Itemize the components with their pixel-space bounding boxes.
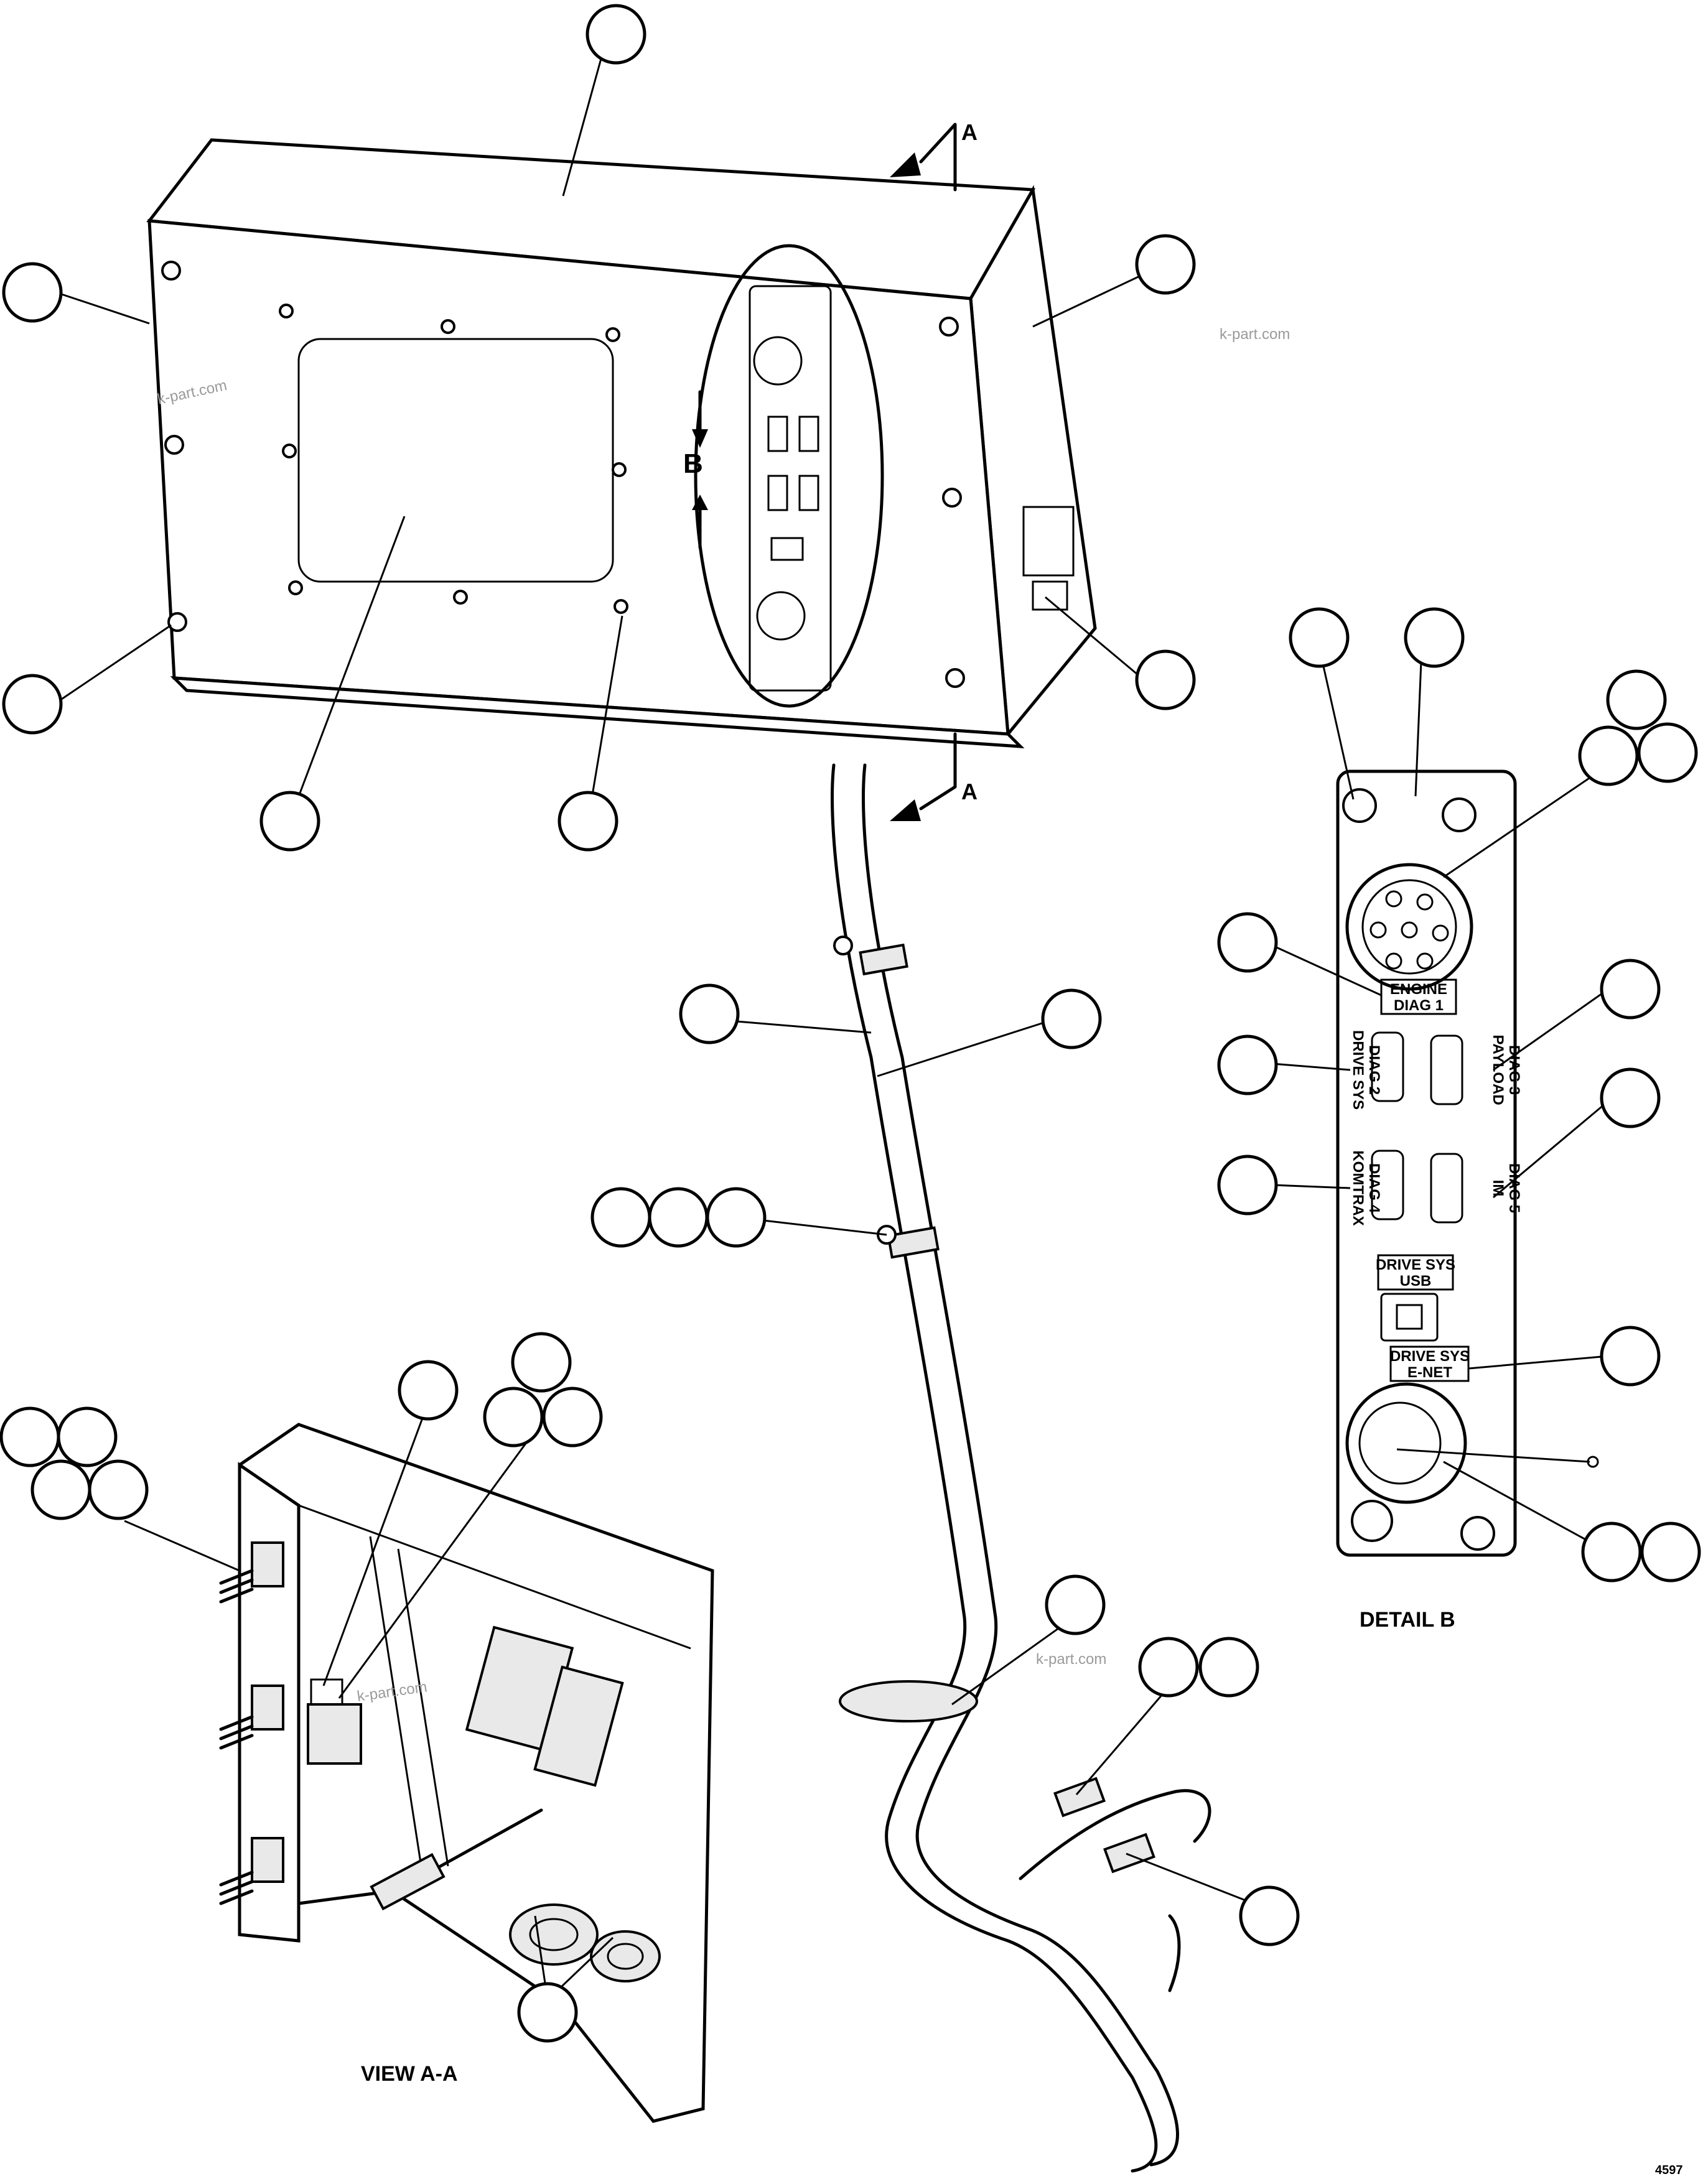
engine-connector bbox=[1345, 863, 1473, 991]
callout-bubble bbox=[1581, 1522, 1642, 1582]
callout-bubbles bbox=[0, 4, 1701, 2043]
watermark-2: k-part.com bbox=[1220, 326, 1290, 343]
detail-b-marker: B bbox=[683, 448, 703, 479]
callout-bubble bbox=[558, 791, 618, 852]
detail-b-panel bbox=[1336, 769, 1599, 1557]
callout-bubble bbox=[511, 1332, 572, 1393]
callout-bubble bbox=[590, 1187, 651, 1248]
callout-bubble bbox=[1578, 725, 1639, 786]
display-window bbox=[297, 338, 614, 583]
callout-bubble bbox=[1217, 912, 1278, 973]
callout-bubble bbox=[1217, 1155, 1278, 1215]
section-a-markers: A A bbox=[890, 119, 977, 821]
drive-sys-diag-label-2: DIAG 2 bbox=[1366, 1045, 1383, 1095]
callout-bubble bbox=[1637, 722, 1698, 783]
section-a-bottom: A bbox=[961, 779, 977, 804]
komtrax-label-1: KOMTRAX bbox=[1350, 1150, 1366, 1225]
callout-bubble bbox=[1138, 1637, 1199, 1698]
callout-bubble bbox=[1041, 988, 1102, 1049]
watermark-3: k-part.com bbox=[1036, 1651, 1106, 1668]
payload-label-2: DIAG 3 bbox=[1506, 1045, 1523, 1095]
callout-bubble bbox=[1135, 234, 1196, 295]
callout-bubble bbox=[679, 983, 740, 1044]
callout-bubble bbox=[1600, 1067, 1661, 1128]
callout-bubble bbox=[88, 1459, 149, 1520]
drive-sys-diag-label-1: DRIVE SYS bbox=[1350, 1030, 1366, 1110]
callout-bubble bbox=[57, 1406, 118, 1467]
usb-label-1: DRIVE SYS bbox=[1376, 1257, 1455, 1273]
callout-bubble bbox=[1640, 1522, 1701, 1582]
control-box: B bbox=[146, 138, 1097, 748]
enet-label-2: E-NET bbox=[1407, 1364, 1452, 1381]
callout-bubble bbox=[1045, 1574, 1106, 1635]
callout-bubble bbox=[1404, 607, 1465, 668]
payload-label-1: PAYLOAD bbox=[1490, 1034, 1506, 1105]
callout-bubble bbox=[259, 791, 320, 852]
komtrax-label-2: DIAG 4 bbox=[1366, 1163, 1383, 1214]
view-a-a-caption: VIEW A-A bbox=[361, 2062, 458, 2086]
drawing-number: 4597 bbox=[1655, 2163, 1683, 2177]
callout-bubble bbox=[2, 674, 63, 735]
callout-bubble bbox=[30, 1459, 91, 1520]
im-label-2: DIAG 5 bbox=[1506, 1163, 1523, 1213]
callout-bubble bbox=[1198, 1637, 1259, 1698]
callout-bubble bbox=[648, 1187, 709, 1248]
enet-label-1: DRIVE SYS bbox=[1390, 1348, 1470, 1365]
view-a-a: VIEW A-A bbox=[219, 1423, 714, 2123]
callout-bubble bbox=[1600, 959, 1661, 1020]
callout-bubble bbox=[1239, 1885, 1300, 1946]
callout-leaders bbox=[55, 49, 1609, 2001]
callout-bubble bbox=[1606, 669, 1667, 730]
detail-b-callout bbox=[694, 244, 884, 708]
detail-b-labels: ENGINE DIAG 1 DRIVE SYS DIAG 2 PAYLOAD D… bbox=[1350, 978, 1523, 1632]
callout-bubble bbox=[0, 1406, 60, 1467]
detail-b-caption: DETAIL B bbox=[1360, 1608, 1455, 1632]
callout-bubble bbox=[542, 1387, 603, 1447]
callout-bubble bbox=[398, 1360, 459, 1421]
callout-bubble bbox=[483, 1387, 544, 1447]
callout-bubble bbox=[2, 262, 63, 323]
callout-bubble bbox=[1289, 607, 1350, 668]
callout-bubble bbox=[1135, 649, 1196, 710]
callout-bubble bbox=[1217, 1034, 1278, 1095]
usb-label-2: USB bbox=[1400, 1273, 1432, 1289]
callout-bubble bbox=[517, 1982, 578, 2043]
engine-label-1: ENGINE bbox=[1390, 981, 1447, 998]
engine-label-2: DIAG 1 bbox=[1394, 997, 1444, 1014]
callout-bubble bbox=[706, 1187, 767, 1248]
section-a-top: A bbox=[961, 119, 977, 145]
callout-bubble bbox=[1600, 1326, 1661, 1387]
cable-harness bbox=[831, 763, 1211, 2173]
callout-bubble bbox=[586, 4, 646, 65]
